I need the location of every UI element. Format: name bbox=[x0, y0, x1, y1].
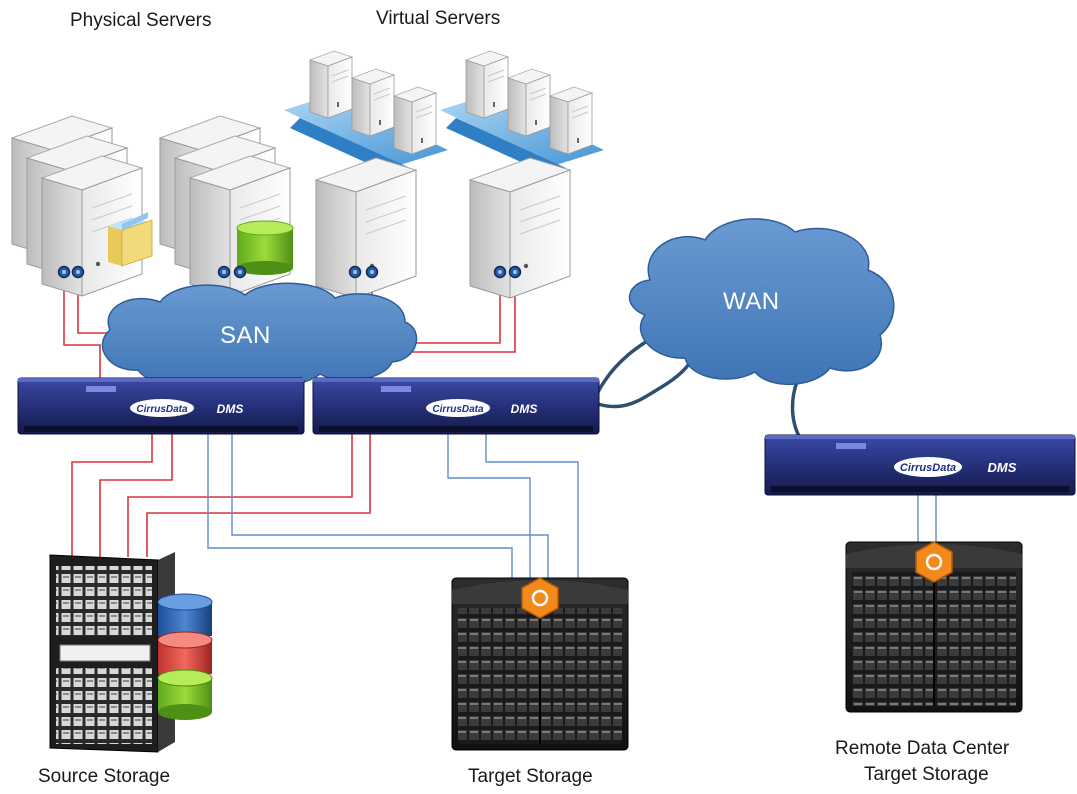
pure-storage-logo bbox=[521, 577, 559, 619]
dms1-model: DMS bbox=[217, 402, 244, 416]
label-virtual-servers: Virtual Servers bbox=[376, 8, 501, 29]
database-icon bbox=[236, 220, 294, 275]
label-remote-target-storage: Target Storage bbox=[864, 764, 989, 785]
label-wan: WAN bbox=[723, 288, 780, 315]
source-storage-rack bbox=[49, 552, 213, 753]
dms1-brand: CirrusData bbox=[136, 404, 188, 415]
dms3-model: DMS bbox=[988, 460, 1017, 475]
physical-server-group-1 bbox=[11, 115, 153, 297]
label-source-storage: Source Storage bbox=[38, 766, 171, 787]
dms3-brand: CirrusData bbox=[900, 462, 956, 474]
database-stack-icon bbox=[157, 593, 213, 720]
dms-appliance-1 bbox=[17, 377, 305, 435]
pure-storage-logo-remote bbox=[915, 541, 953, 583]
physical-server-group-2 bbox=[159, 115, 294, 297]
wan-cloud bbox=[628, 218, 895, 385]
label-target-storage: Target Storage bbox=[468, 766, 593, 787]
label-remote-data-center: Remote Data Center bbox=[835, 738, 1010, 759]
dms-appliance-2 bbox=[312, 377, 600, 435]
label-physical-servers: Physical Servers bbox=[70, 10, 212, 31]
dms2-brand: CirrusData bbox=[432, 404, 484, 415]
folder-icon bbox=[108, 212, 153, 267]
dms-appliance-remote bbox=[764, 434, 1076, 496]
virtual-server-group-2 bbox=[440, 50, 604, 299]
target-links bbox=[207, 430, 937, 580]
remote-storage-array bbox=[845, 541, 1023, 713]
label-san: SAN bbox=[220, 322, 271, 349]
virtual-server-group-1 bbox=[284, 50, 448, 299]
dms2-model: DMS bbox=[511, 402, 538, 416]
target-storage-array bbox=[451, 577, 629, 751]
dms-brand-text: CirrusData DMS CirrusData DMS CirrusData… bbox=[136, 402, 1016, 475]
fc-links-lower bbox=[71, 430, 371, 557]
